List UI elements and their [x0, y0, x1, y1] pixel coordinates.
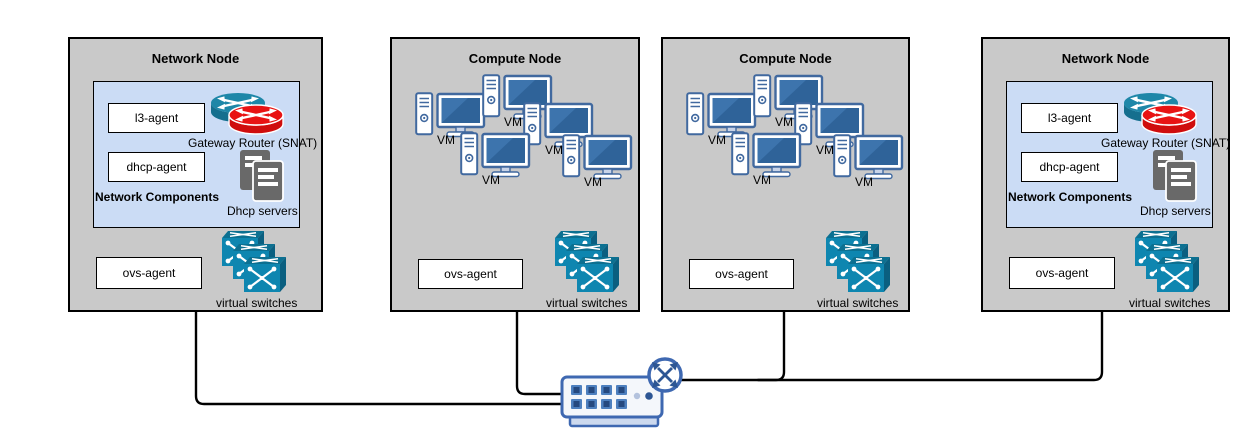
dhcp-servers-label: Dhcp servers [227, 204, 298, 218]
compute-node-left: Compute Node VM VM VM VM VM ovs-agent vi… [390, 37, 640, 312]
virtual-switches-icon [222, 229, 288, 294]
virtual-switches-label: virtual switches [546, 296, 628, 310]
gateway-router-icon [208, 89, 286, 137]
vm-label: VM [504, 115, 522, 129]
ovs-agent-box: ovs-agent [96, 257, 202, 289]
vm-label: VM [753, 173, 771, 187]
vm-group: VM [562, 134, 634, 194]
virtual-switches-icon [1135, 229, 1201, 294]
vm-group: VM [794, 102, 866, 162]
virtual-switches-icon [826, 229, 892, 294]
vm-label: VM [545, 143, 563, 157]
link-network-right [670, 310, 1104, 382]
dhcp-agent-box: dhcp-agent [108, 152, 205, 182]
network-node-left: Network Node l3-agent Gateway Router (SN… [68, 37, 323, 312]
switch-led-light [633, 392, 641, 400]
virtual-switches-label: virtual switches [1129, 296, 1211, 310]
ovs-agent-box: ovs-agent [1009, 257, 1115, 289]
vm-group: VM [833, 134, 905, 194]
vm-group: VM [523, 102, 595, 162]
network-node-right: Network Node l3-agent Gateway Router (SN… [981, 37, 1230, 312]
vm-label: VM [482, 173, 500, 187]
node-title: Compute Node [739, 51, 832, 66]
gateway-router-label: Gateway Router (SNAT) [1101, 136, 1231, 150]
gateway-router-label: Gateway Router (SNAT) [188, 136, 318, 150]
vm-label: VM [584, 175, 602, 189]
dhcp-servers-icon [239, 149, 287, 203]
compute-node-right: Compute Node VM VM VM VM VM ovs-agent vi… [661, 37, 910, 312]
vm-label: VM [816, 143, 834, 157]
vm-group: VM [753, 74, 825, 134]
gateway-router-icon [1121, 89, 1199, 137]
crossed-arrows-badge-icon [647, 357, 683, 393]
vm-group: VM [686, 92, 758, 152]
dhcp-agent-box: dhcp-agent [1021, 152, 1118, 182]
node-title: Compute Node [468, 51, 562, 66]
vm-group: VM [731, 132, 803, 192]
vm-group: VM [482, 74, 554, 134]
virtual-switches-icon [555, 229, 621, 294]
ovs-agent-box: ovs-agent [418, 259, 523, 289]
dhcp-servers-label: Dhcp servers [1140, 204, 1211, 218]
vm-label: VM [855, 175, 873, 189]
l3-agent-box: l3-agent [1021, 103, 1118, 133]
virtual-switches-label: virtual switches [817, 296, 899, 310]
l3-agent-box: l3-agent [108, 103, 205, 133]
link-compute-right [756, 310, 786, 382]
vm-label: VM [437, 133, 455, 147]
physical-switch-icon [560, 357, 683, 428]
connector-lines [194, 310, 1104, 406]
vm-group: VM [415, 92, 487, 152]
vm-group: VM [460, 132, 532, 192]
switch-led-dark [645, 392, 653, 400]
vm-label: VM [775, 115, 793, 129]
network-components-label: Network Components [95, 190, 220, 204]
switch-ports [571, 385, 627, 409]
dhcp-servers-icon [1152, 149, 1200, 203]
virtual-switches-label: virtual switches [216, 296, 298, 310]
vm-label: VM [708, 133, 726, 147]
node-title: Network Node [1061, 51, 1150, 66]
network-components-label: Network Components [1008, 190, 1133, 204]
link-network-left [194, 310, 572, 406]
link-compute-left [515, 310, 572, 396]
ovs-agent-box: ovs-agent [689, 259, 794, 289]
node-title: Network Node [151, 51, 240, 66]
